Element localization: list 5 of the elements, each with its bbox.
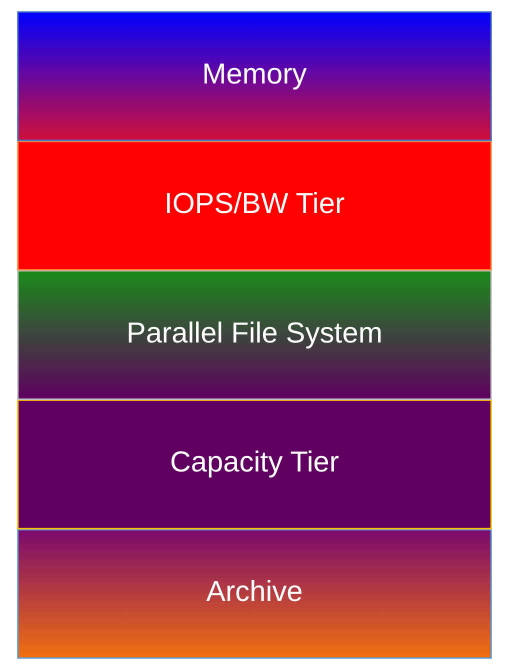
node-box: Parallel File System: [16, 270, 492, 400]
node-box: Memory: [16, 11, 492, 142]
node-box: Capacity Tier: [16, 399, 492, 530]
node-box: IOPS/BW Tier: [16, 140, 492, 271]
node-box: Archive: [16, 528, 492, 659]
